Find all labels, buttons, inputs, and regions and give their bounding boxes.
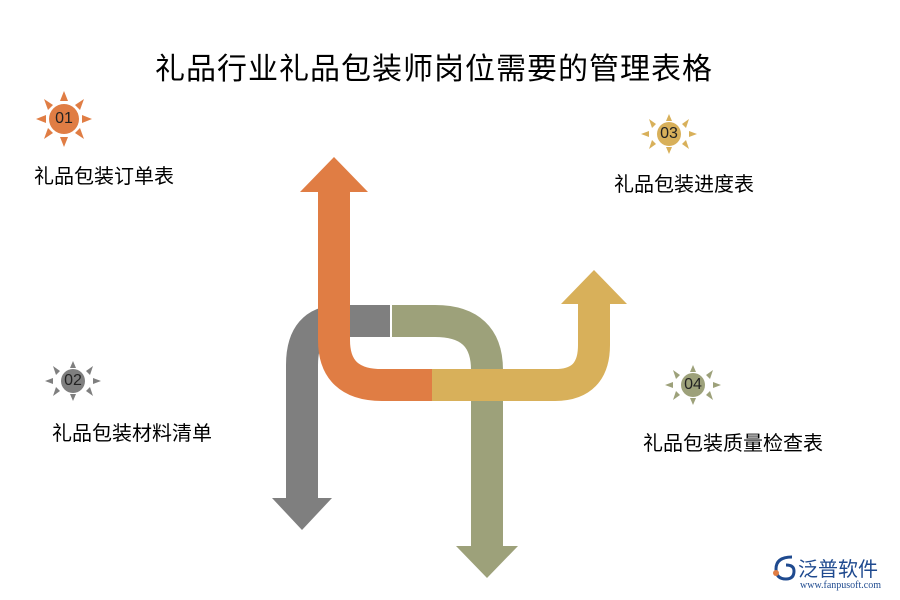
- badge-number: 01: [55, 110, 73, 127]
- brand-logo: 泛普软件 www.fanpusoft.com: [770, 551, 895, 596]
- badge-number: 03: [660, 125, 678, 142]
- sun-badge-icon: [36, 91, 92, 147]
- badge-number: 02: [64, 372, 82, 389]
- brand-name: 泛普软件: [798, 557, 878, 581]
- label-01: 礼品包装订单表: [34, 164, 174, 188]
- sun-badge-icon: [665, 365, 721, 405]
- olive-arrow-body: [392, 305, 503, 548]
- brand-swirl-icon: [773, 555, 796, 581]
- badge-01: 01: [34, 91, 94, 147]
- sun-badge-icon: [641, 114, 697, 154]
- orange-arrow-head: [300, 157, 368, 192]
- yellow-arrow-head: [561, 270, 627, 304]
- badge-02: 02: [44, 361, 102, 401]
- label-02: 礼品包装材料清单: [52, 421, 212, 445]
- gray-arrow-head: [272, 498, 332, 530]
- badge-04: 04: [664, 365, 722, 405]
- badge-number: 04: [684, 376, 702, 393]
- yellow-arrow-body: [432, 300, 610, 401]
- page-title: 礼品行业礼品包装师岗位需要的管理表格: [155, 52, 713, 87]
- brand-url: www.fanpusoft.com: [800, 580, 882, 591]
- label-03: 礼品包装进度表: [614, 172, 754, 196]
- olive-arrow-head: [456, 546, 518, 578]
- label-04: 礼品包装质量检查表: [643, 431, 823, 455]
- sun-badge-icon: [45, 361, 101, 401]
- badge-03: 03: [640, 114, 698, 154]
- orange-arrow-body: [318, 190, 432, 401]
